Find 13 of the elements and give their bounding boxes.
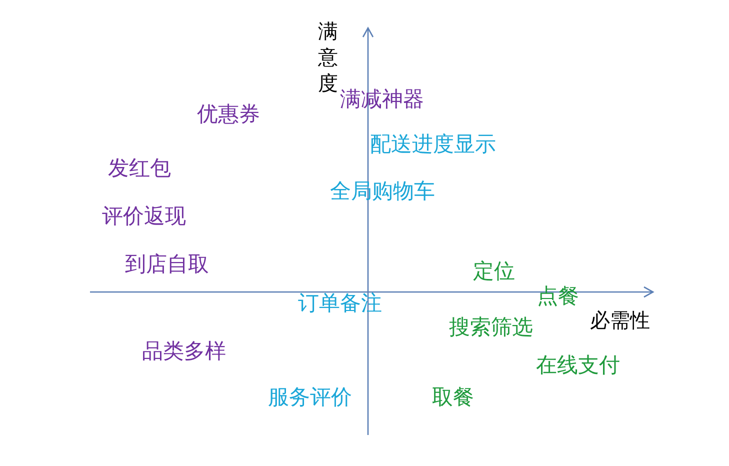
feature-label: 配送进度显示 xyxy=(370,131,496,157)
feature-label: 服务评价 xyxy=(268,384,352,410)
feature-label: 搜索筛选 xyxy=(449,314,533,340)
axis-label: 满意度 xyxy=(318,18,339,96)
feature-label: 优惠券 xyxy=(197,101,260,127)
feature-label: 到店自取 xyxy=(125,251,209,277)
axis-label: 必需性 xyxy=(590,307,650,333)
feature-label: 在线支付 xyxy=(536,352,620,378)
feature-label: 取餐 xyxy=(432,384,474,410)
feature-label: 定位 xyxy=(473,258,515,284)
feature-label: 发红包 xyxy=(108,155,171,181)
feature-label: 评价返现 xyxy=(102,203,186,229)
feature-label: 品类多样 xyxy=(142,338,226,364)
